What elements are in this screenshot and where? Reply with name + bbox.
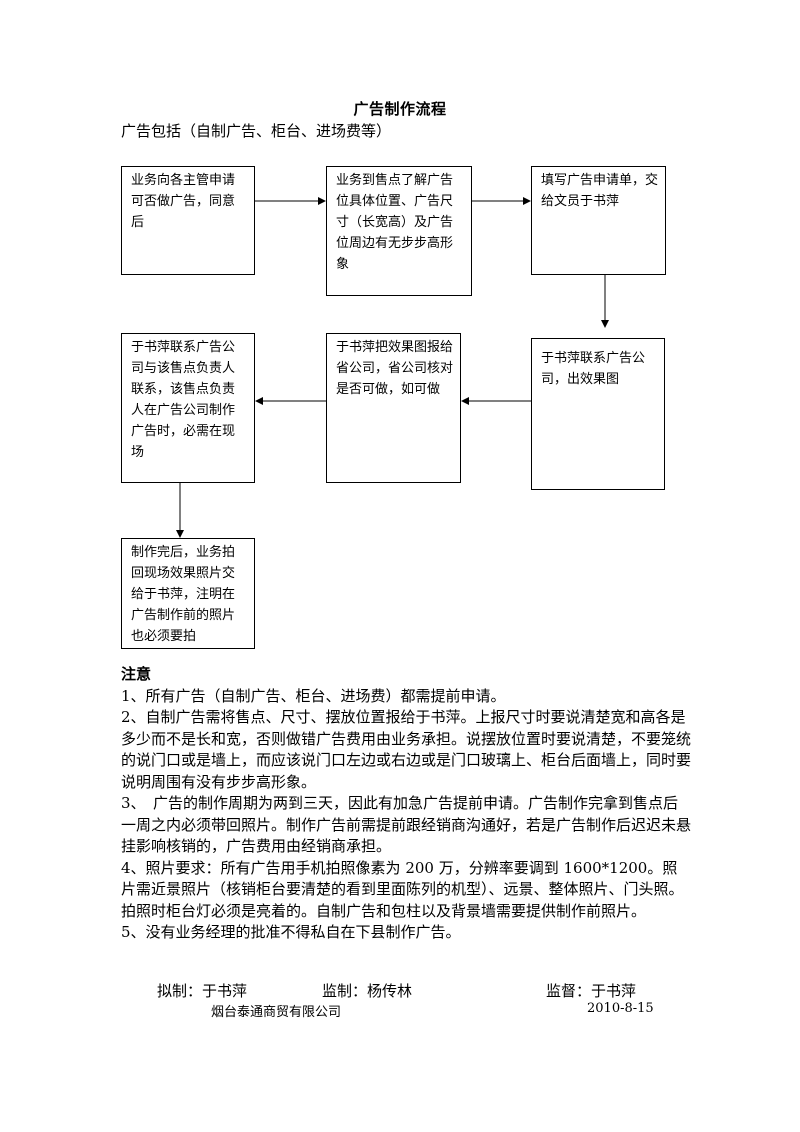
document-title: 广告制作流程 (353, 100, 447, 118)
flow-step-return-photos: 制作完后，业务拍回现场效果照片交给于书萍，注明在广告制作前的照片也必须要拍 (121, 538, 255, 649)
flow-step-province-review: 于书萍把效果图报给省公司，省公司核对是否可做，如可做 (326, 333, 461, 483)
company-name: 烟台泰通商贸有限公司 (211, 1005, 342, 1020)
flow-step-fill-application: 填写广告申请单，交给文员于书萍 (531, 166, 666, 275)
note-item: 2、自制广告需将售点、尺寸、摆放位置报给于书萍。上报尺寸时要说清楚宽和高各是多少… (121, 708, 692, 791)
flow-step-text: 于书萍联系广告公司与该售点负责人联系，该售点负责人在广告公司制作广告时，必需在现… (131, 340, 236, 460)
flow-step-survey-location: 业务到售点了解广告位具体位置、广告尺寸（长宽高）及广告位周边有无步步高形象 (326, 166, 472, 296)
flow-step-text: 业务向各主管申请可否做广告，同意后 (131, 173, 236, 230)
flow-step-text: 业务到售点了解广告位具体位置、广告尺寸（长宽高）及广告位周边有无步步高形象 (336, 173, 454, 272)
flow-step-text: 填写广告申请单，交给文员于书萍 (541, 173, 659, 209)
flow-step-text: 于书萍把效果图报给省公司，省公司核对是否可做，如可做 (336, 340, 454, 397)
note-item: 5、没有业务经理的批准不得私自在下县制作广告。 (121, 923, 461, 941)
flow-step-text: 于书萍联系广告公司，出效果图 (541, 351, 646, 387)
supervisor-label: 监制：杨传林 (322, 982, 413, 1000)
document-subtitle: 广告包括（自制广告、柜台、进场费等） (121, 122, 392, 140)
overseer-label: 监督：于书萍 (546, 982, 637, 1000)
flow-step-contact-ad-company: 于书萍联系广告公司，出效果图 (531, 338, 665, 490)
document-date: 2010-8-15 (587, 1001, 654, 1016)
flow-step-text: 制作完后，业务拍回现场效果照片交给于书萍，注明在广告制作前的照片也必须要拍 (131, 545, 236, 644)
note-item: 4、照片要求：所有广告用手机拍照像素为 200 万，分辨率要调到 1600*12… (121, 858, 684, 920)
drafter-label: 拟制：于书萍 (157, 982, 248, 1000)
note-item: 3、 广告的制作周期为两到三天，因此有加急广告提前申请。广告制作完拿到售点后一周… (121, 794, 692, 855)
note-item: 1、所有广告（自制广告、柜台、进场费）都需提前申请。 (121, 686, 506, 705)
notes-section: 注意 1、所有广告（自制广告、柜台、进场费）都需提前申请。 2、自制广告需将售点… (121, 664, 691, 944)
flow-step-onsite-production: 于书萍联系广告公司与该售点负责人联系，该售点负责人在广告公司制作广告时，必需在现… (121, 333, 255, 483)
flow-step-apply-to-manager: 业务向各主管申请可否做广告，同意后 (121, 166, 255, 275)
notes-heading: 注意 (121, 665, 152, 683)
